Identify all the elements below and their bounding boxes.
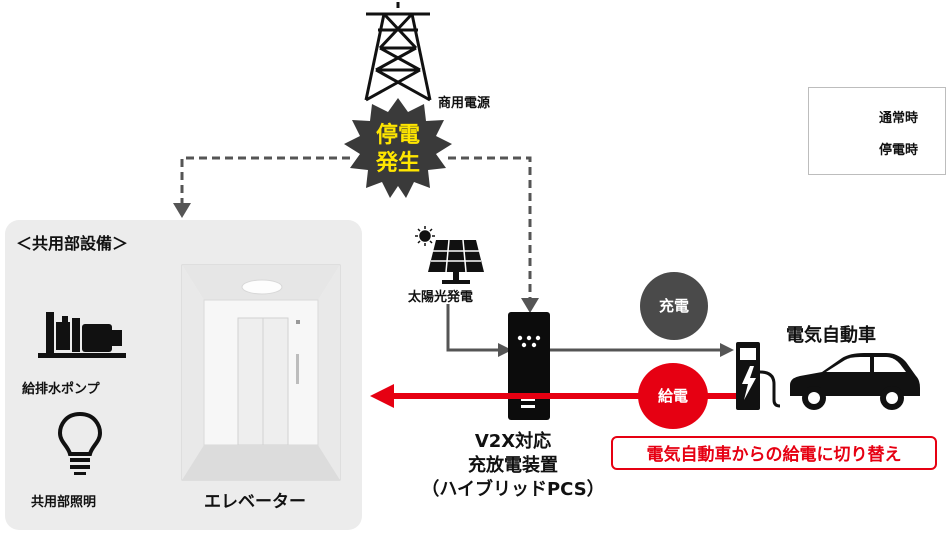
v2x-device-icon: [508, 312, 550, 420]
arrowhead-to-panel: [173, 203, 191, 218]
elevator-label: エレベーター: [204, 492, 306, 512]
outage-burst-line2: 発生: [375, 151, 420, 176]
outage-burst-text: 停電 発生: [358, 122, 438, 178]
light-bulb-icon: [57, 411, 103, 475]
electric-car-icon: [790, 353, 920, 410]
power-tower-icon: [364, 2, 432, 102]
common-equipment-title: ＜共用部設備＞: [16, 234, 129, 253]
v2x-line1: V2X対応: [474, 431, 552, 452]
normal-supply-dashed-lines: [180, 156, 532, 300]
charge-circle: 充電: [640, 272, 708, 340]
v2x-line3: （ハイブリッドPCS）: [421, 479, 605, 500]
legend-normal-label: 通常時: [879, 111, 919, 126]
supply-circle: 給電: [638, 363, 708, 429]
v2x-label: V2X対応 充放電装置 （ハイブリッドPCS）: [418, 430, 608, 502]
solar-to-v2x-arrow: [446, 304, 500, 352]
outage-burst-line1: 停電: [375, 123, 420, 148]
lighting-label: 共用部照明: [31, 495, 97, 510]
ev-label: 電気自動車: [786, 325, 876, 346]
ev-charger-icon: [736, 342, 781, 410]
legend-outage-label: 停電時: [879, 143, 919, 158]
switch-note: 電気自動車からの給電に切り替え: [611, 436, 937, 470]
elevator-image: [181, 264, 341, 481]
solar-panel-icon: [428, 239, 484, 284]
legend: 通常時 停電時: [808, 87, 946, 175]
solar-label: 太陽光発電: [408, 290, 474, 305]
pump-label: 給排水ポンプ: [22, 382, 100, 397]
sun-icon: [415, 226, 435, 246]
outage-burst-icon: [344, 98, 452, 198]
arrowhead-to-v2x: [521, 298, 539, 313]
v2x-line2: 充放電装置: [468, 455, 558, 476]
water-pump-icon: [38, 312, 126, 358]
supply-arrowhead: [370, 384, 394, 408]
commercial-power-label: 商用電源: [438, 96, 491, 111]
